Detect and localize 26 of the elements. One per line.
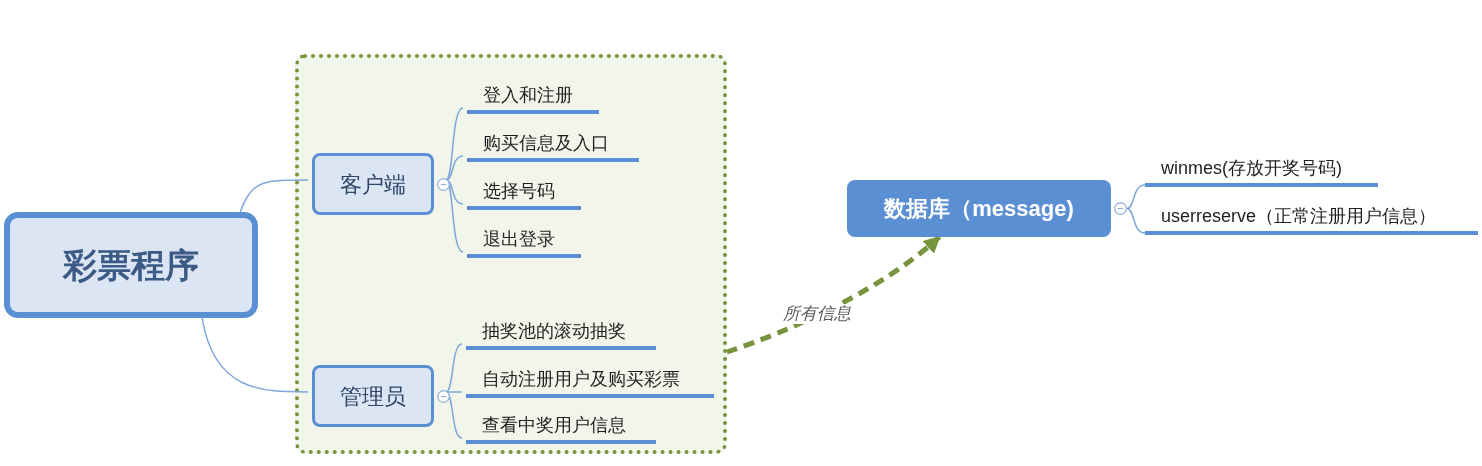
dotted-group-box: [295, 54, 727, 454]
subtopic-text: 查看中奖用户信息: [482, 414, 626, 437]
subtopic-text: winmes(存放开奖号码): [1161, 157, 1342, 180]
subtopic-text: 退出登录: [483, 228, 555, 251]
connector-line: [445, 107, 464, 181]
topic-text: 客户端: [340, 170, 406, 199]
connector-line: [1126, 207, 1146, 234]
subtopic-text: userreserve（正常注册用户信息）: [1161, 205, 1437, 228]
subtopic-text: 选择号码: [483, 180, 555, 203]
connector-line: [445, 179, 464, 205]
arrow: [726, 235, 942, 355]
subtopic-text: 自动注册用户及购买彩票: [482, 368, 680, 391]
topic-text: 彩票程序: [63, 244, 199, 286]
connector-line: [1126, 184, 1146, 210]
central-topic-box: [4, 212, 258, 318]
connector-line: [445, 343, 463, 393]
subtopic-text: 登入和注册: [483, 84, 573, 107]
edge-label: 所有信息: [781, 303, 854, 324]
subtopic-text: 购买信息及入口: [483, 132, 609, 155]
connector-line: [201, 317, 309, 393]
connector-line: [445, 391, 463, 393]
subtopic-text: 抽奖池的滚动抽奖: [482, 320, 626, 343]
topic-text: 数据库（message): [884, 195, 1074, 223]
connector-line: [445, 155, 464, 181]
topic-text: 管理员: [340, 382, 406, 411]
connector-line: [239, 179, 309, 213]
